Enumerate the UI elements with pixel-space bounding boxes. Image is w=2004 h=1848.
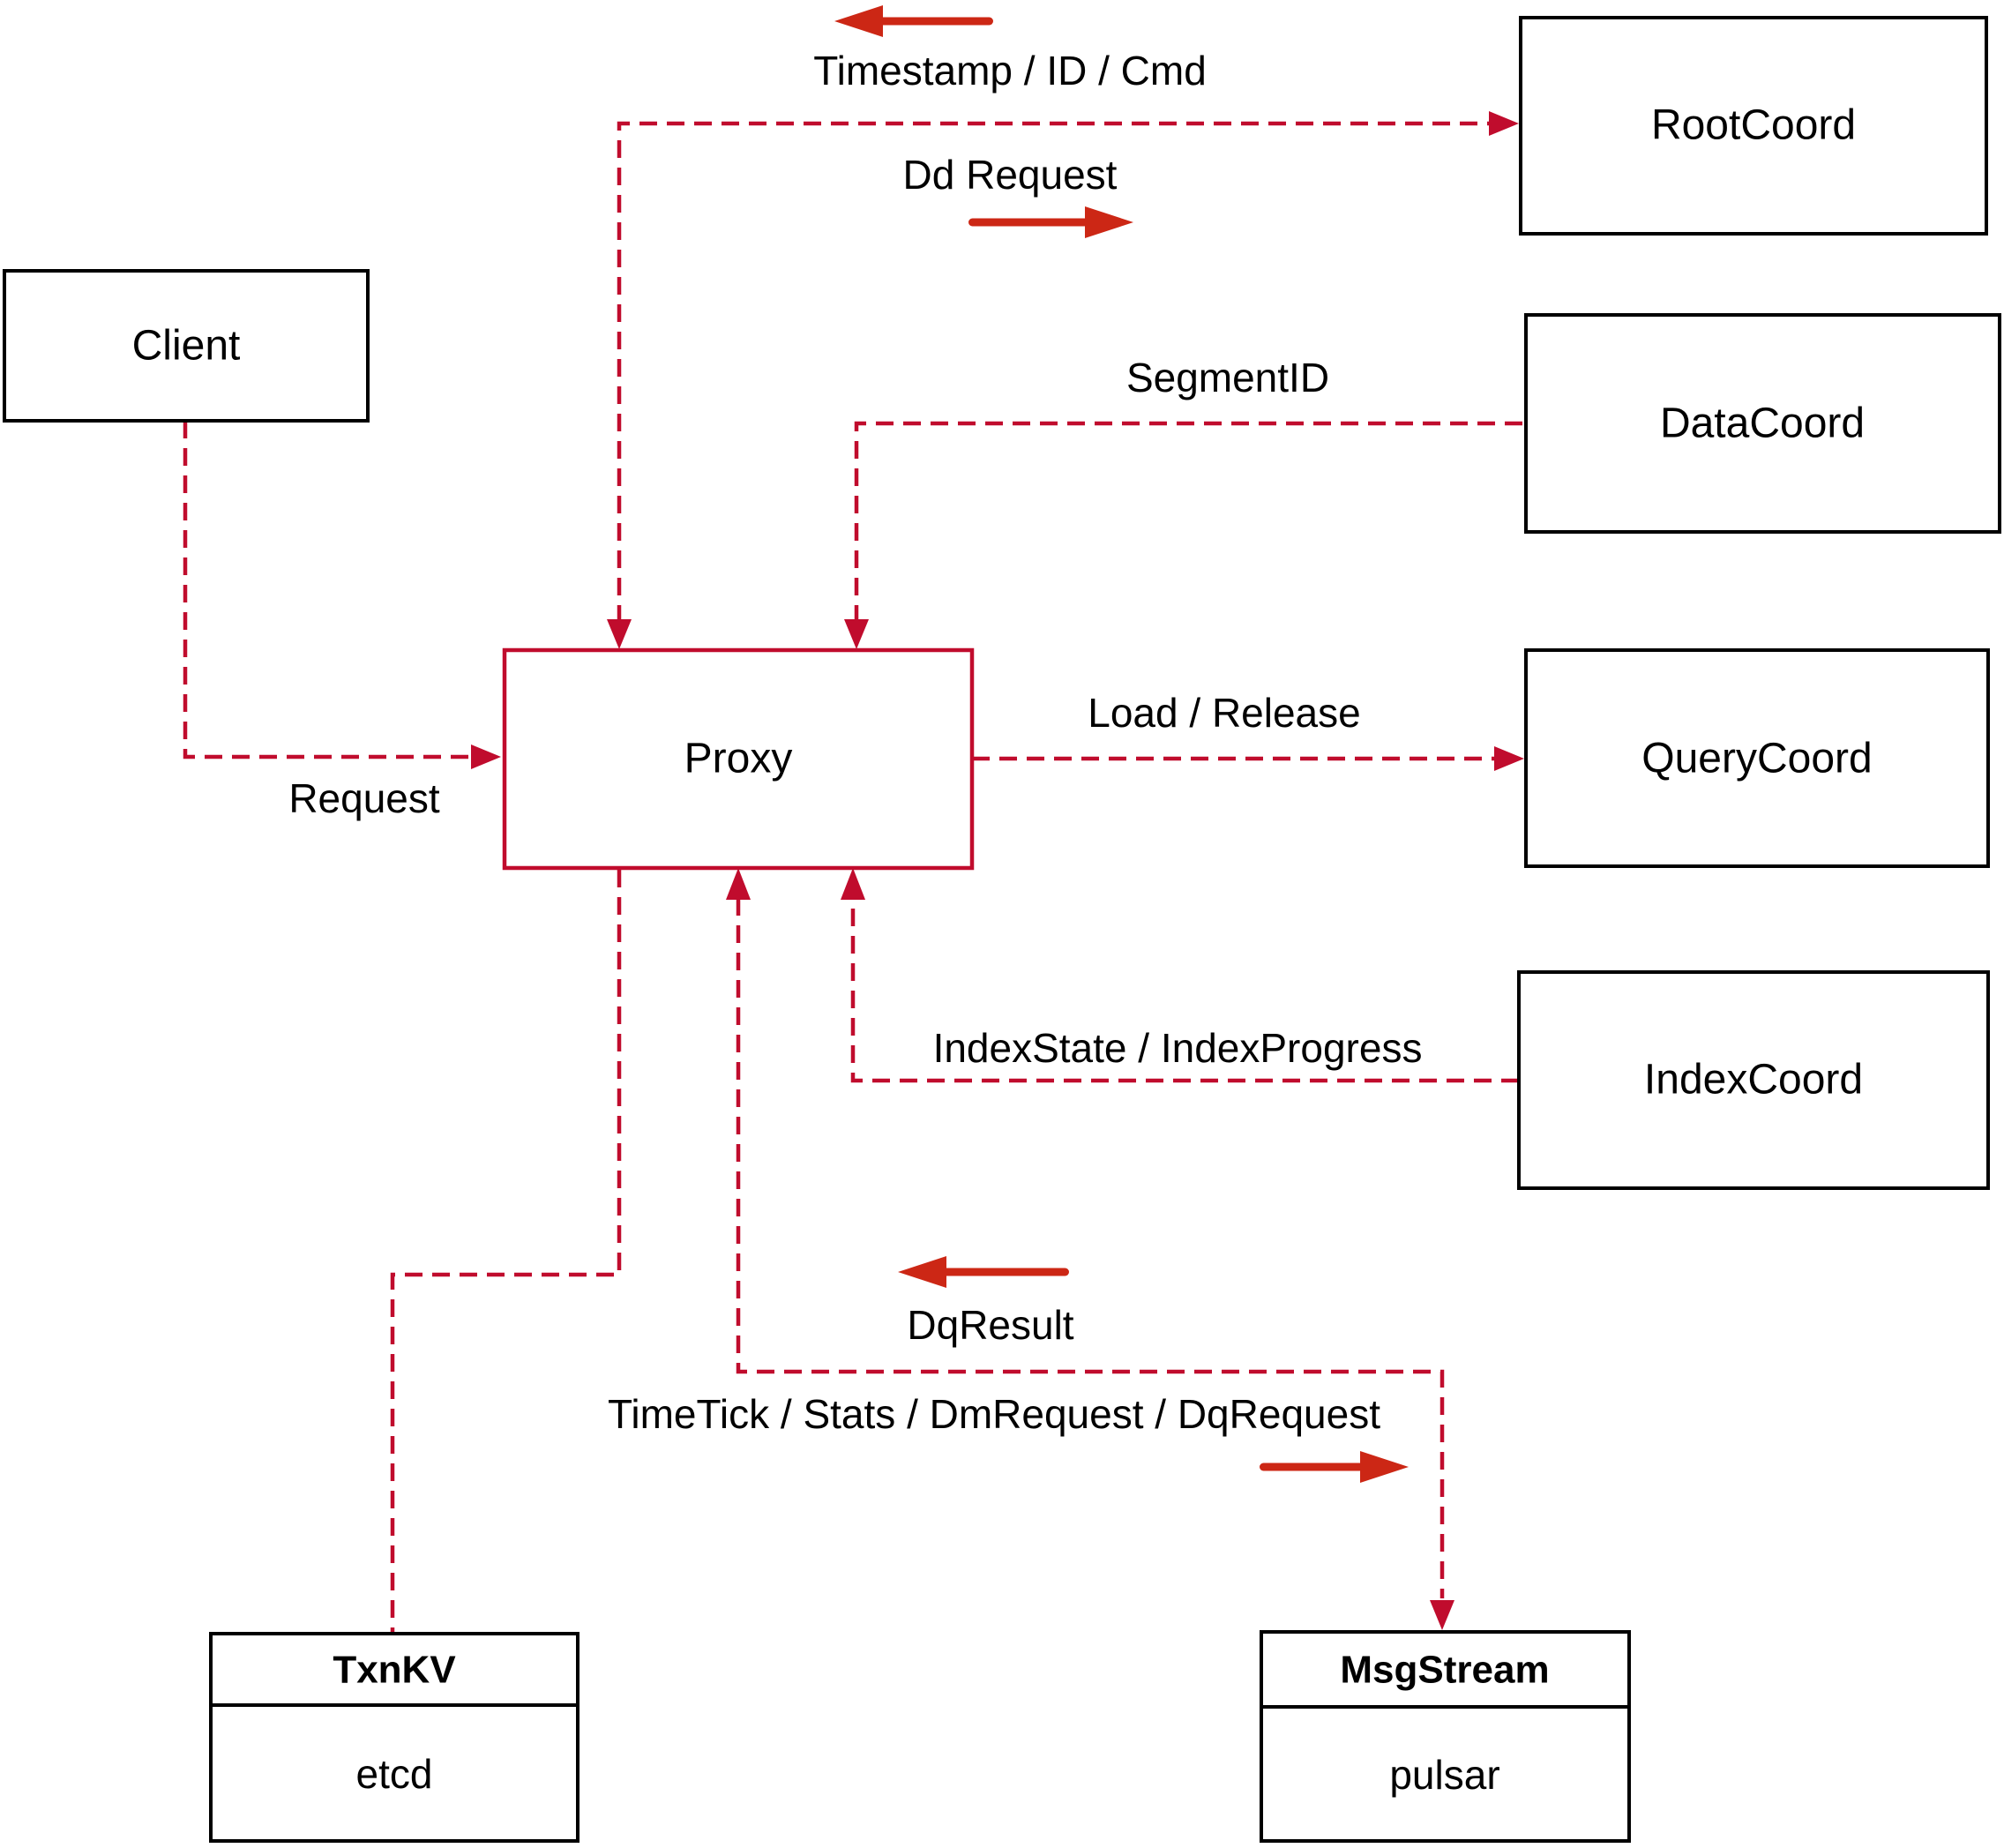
node-proxy-box bbox=[502, 647, 975, 871]
node-boxes bbox=[3, 16, 2001, 1843]
proxy-label: Proxy bbox=[684, 736, 793, 782]
arrowhead-down-into-msgstream-icon bbox=[1430, 1600, 1454, 1630]
label-timetick-stats-dmrequest-dqrequest: TimeTick / Stats / DmRequest / DqRequest bbox=[608, 1391, 1380, 1437]
arrow-right-timetick-icon bbox=[1260, 1451, 1409, 1483]
arrowhead-up-into-proxy-icon bbox=[841, 868, 865, 900]
node-msgstream-box bbox=[1260, 1630, 1631, 1843]
arrowhead-down-into-proxy-icon bbox=[607, 619, 632, 649]
edge-datacoord-proxy bbox=[854, 421, 1526, 623]
node-rootcoord-box bbox=[1519, 16, 1988, 236]
arrowhead-right-into-querycoord-icon bbox=[1494, 746, 1524, 771]
msgstream-body: pulsar bbox=[1389, 1752, 1499, 1798]
annotation-arrows bbox=[834, 5, 1409, 1483]
arrow-left-dqresult-icon bbox=[898, 1256, 1069, 1288]
node-txnkv-box bbox=[209, 1632, 580, 1843]
txnkv-title: TxnKV bbox=[333, 1649, 456, 1692]
indexcoord-label: IndexCoord bbox=[1644, 1057, 1863, 1104]
edge-indexcoord-proxy bbox=[850, 898, 1519, 1083]
label-indexstate-indexprogress: IndexState / IndexProgress bbox=[933, 1025, 1423, 1071]
edge-proxy-txnkv bbox=[390, 870, 622, 1634]
datacoord-label: DataCoord bbox=[1660, 400, 1865, 447]
node-client-box bbox=[3, 269, 370, 423]
label-segmentid: SegmentID bbox=[1126, 355, 1329, 400]
querycoord-label: QueryCoord bbox=[1641, 736, 1872, 782]
edge-proxy-rootcoord bbox=[617, 121, 1491, 623]
arrow-right-icon bbox=[968, 206, 1133, 238]
arrowhead-right-into-rootcoord-icon bbox=[1489, 111, 1519, 136]
rootcoord-label: RootCoord bbox=[1651, 102, 1856, 149]
edge-proxy-msgstream bbox=[736, 898, 1445, 1598]
arrowhead-up-into-proxy2-icon bbox=[726, 868, 751, 900]
msgstream-title: MsgStream bbox=[1340, 1649, 1549, 1692]
node-indexcoord-box bbox=[1517, 970, 1990, 1190]
edge-client-proxy bbox=[183, 421, 473, 759]
connector-arrowheads bbox=[471, 111, 1524, 1630]
label-dqresult: DqResult bbox=[907, 1302, 1073, 1348]
label-request: Request bbox=[288, 775, 440, 821]
connector-lines bbox=[183, 121, 1526, 1634]
arrowhead-right-into-proxy-icon bbox=[471, 744, 501, 769]
label-dd-request: Dd Request bbox=[903, 152, 1118, 198]
arrowhead-down-into-proxy2-icon bbox=[844, 619, 869, 649]
node-querycoord-box bbox=[1524, 648, 1990, 868]
arrow-left-icon bbox=[834, 5, 993, 37]
node-datacoord-box bbox=[1524, 313, 2001, 534]
txnkv-body: etcd bbox=[356, 1751, 433, 1797]
label-timestamp-id-cmd: Timestamp / ID / Cmd bbox=[813, 48, 1207, 94]
client-label: Client bbox=[132, 323, 241, 370]
label-load-release: Load / Release bbox=[1088, 690, 1360, 736]
